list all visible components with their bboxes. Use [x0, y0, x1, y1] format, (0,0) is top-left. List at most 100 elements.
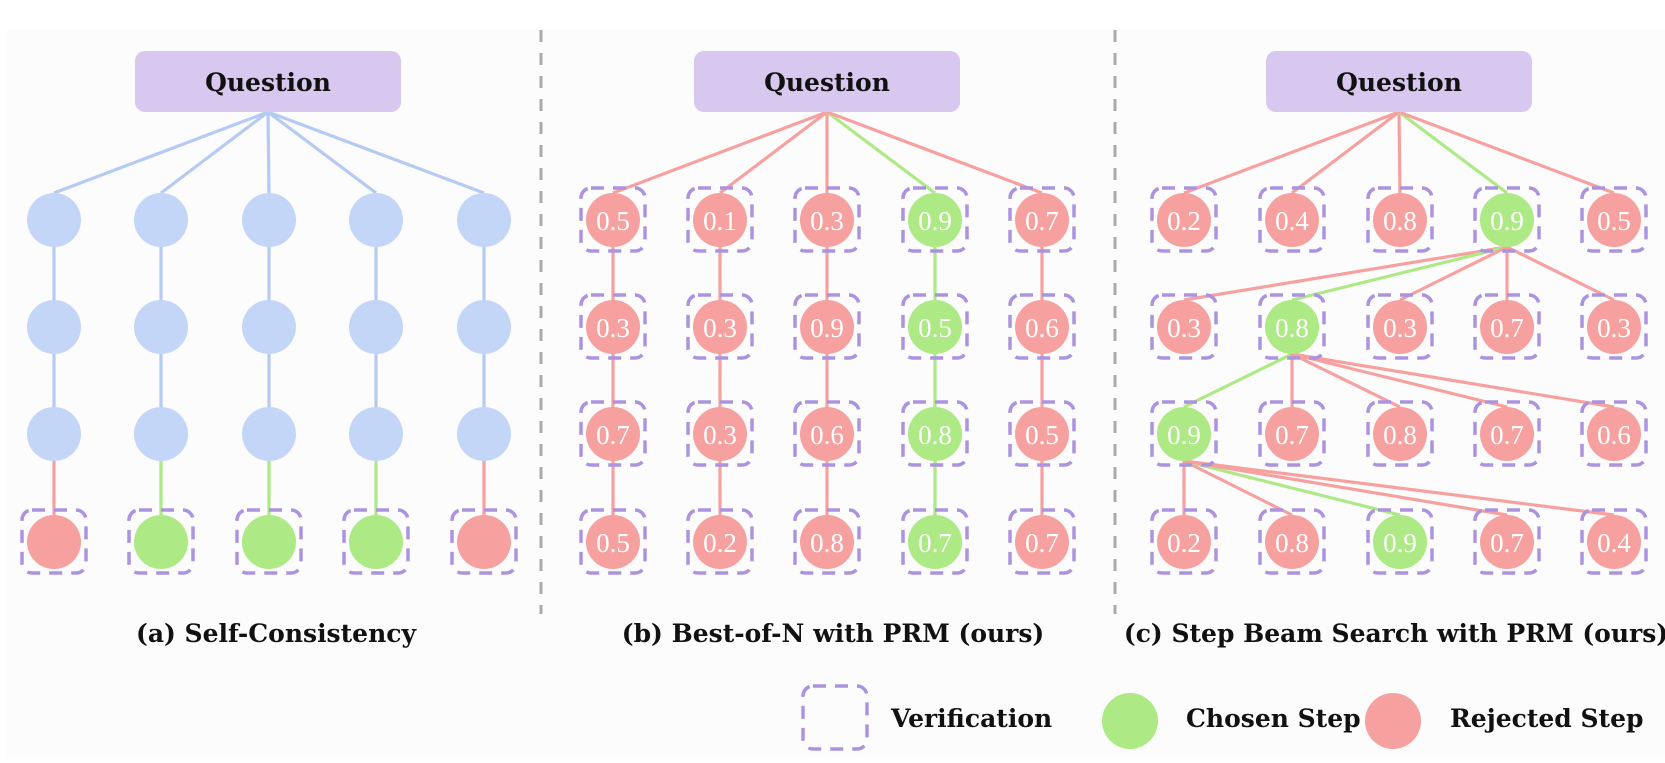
caption-a: (a) Self-Consistency — [136, 619, 418, 648]
verification-box — [686, 508, 754, 575]
rejected-step-node: 0.3 — [800, 193, 854, 247]
node-score: 0.8 — [918, 420, 952, 450]
node-circle — [908, 300, 962, 354]
node-circle — [693, 515, 747, 569]
sampled-step-node — [349, 407, 403, 461]
chosen-answer-node — [349, 515, 403, 569]
chosen-step-legend-icon — [1102, 693, 1158, 749]
rejected-step-node: 0.3 — [693, 300, 747, 354]
edge — [1183, 110, 1400, 195]
verification-box — [793, 186, 861, 253]
node-circle — [134, 193, 188, 247]
node-circle — [457, 300, 511, 354]
rejected-step-node: 0.8 — [800, 515, 854, 569]
rejected-step-node: 0.7 — [1015, 515, 1069, 569]
node-circle — [27, 515, 81, 569]
verification-box — [1008, 186, 1076, 253]
node-circle — [586, 300, 640, 354]
node-score: 0.8 — [1383, 206, 1417, 236]
verification-box — [127, 508, 195, 575]
sampled-step-node — [27, 407, 81, 461]
node-circle — [242, 300, 296, 354]
rejected-step-node: 0.2 — [1157, 193, 1211, 247]
verification-box — [901, 293, 969, 360]
edge — [719, 110, 828, 195]
node-score: 0.9 — [918, 206, 952, 236]
edge — [1183, 245, 1508, 302]
verification-box — [1258, 508, 1326, 575]
question-box-b: Question — [694, 51, 960, 112]
verification-legend-icon — [801, 684, 869, 751]
edge — [1291, 110, 1400, 195]
verification-box — [1258, 293, 1326, 360]
question-box-a: Question — [135, 51, 401, 112]
node-circle — [800, 300, 854, 354]
node-score: 0.7 — [1025, 206, 1059, 236]
verification-box — [579, 293, 647, 360]
node-circle — [908, 193, 962, 247]
node-circle — [1587, 193, 1641, 247]
node-score: 0.9 — [1490, 206, 1524, 236]
node-circle — [27, 300, 81, 354]
rejected-step-node: 0.2 — [693, 515, 747, 569]
node-circle — [27, 407, 81, 461]
edge — [1291, 352, 1615, 409]
rejected-step-node: 0.6 — [800, 407, 854, 461]
node-circle — [800, 193, 854, 247]
rejected-step-node: 0.8 — [1373, 193, 1427, 247]
rejected-step-node: 0.9 — [800, 300, 854, 354]
node-circle — [349, 515, 403, 569]
verification-box — [1366, 293, 1434, 360]
verification-box — [579, 400, 647, 467]
node-circle — [1157, 515, 1211, 569]
node-score: 0.3 — [596, 313, 630, 343]
verification-box — [20, 508, 88, 575]
node-circle — [27, 193, 81, 247]
node-score: 0.8 — [810, 528, 844, 558]
chosen-step-node: 0.9 — [1157, 407, 1211, 461]
node-score: 0.7 — [1025, 528, 1059, 558]
node-score: 0.2 — [703, 528, 737, 558]
node-score: 0.5 — [596, 206, 630, 236]
node-circle — [134, 407, 188, 461]
node-score: 0.8 — [1275, 528, 1309, 558]
chosen-step-node: 0.5 — [908, 300, 962, 354]
edge — [612, 110, 828, 195]
node-score: 0.6 — [810, 420, 844, 450]
node-circle — [242, 407, 296, 461]
rejected-step-node: 0.3 — [1587, 300, 1641, 354]
node-circle — [586, 515, 640, 569]
node-circle — [1587, 515, 1641, 569]
node-circle — [1373, 300, 1427, 354]
node-circle — [908, 515, 962, 569]
rejected-step-legend-icon — [1365, 693, 1421, 749]
rejected-step-node: 0.7 — [1480, 300, 1534, 354]
node-score: 0.9 — [810, 313, 844, 343]
node-circle — [693, 407, 747, 461]
node-circle — [800, 515, 854, 569]
chosen-step-node: 0.9 — [1480, 193, 1534, 247]
node-circle — [1587, 300, 1641, 354]
sampled-step-node — [242, 407, 296, 461]
verification-box — [793, 508, 861, 575]
verification-box — [686, 293, 754, 360]
rejected-step-node: 0.7 — [586, 407, 640, 461]
chosen-answer-node — [242, 515, 296, 569]
rejected-step-node: 0.8 — [1265, 515, 1319, 569]
chosen-answer-node — [134, 515, 188, 569]
sampled-step-node — [457, 300, 511, 354]
edge — [267, 110, 485, 195]
sampled-step-node — [134, 193, 188, 247]
verification-box — [1473, 186, 1541, 253]
node-score: 0.3 — [1383, 313, 1417, 343]
node-score: 0.7 — [1275, 420, 1309, 450]
rejected-step-node: 0.7 — [1480, 515, 1534, 569]
node-circle — [134, 300, 188, 354]
node-circle — [457, 193, 511, 247]
node-score: 0.7 — [1490, 313, 1524, 343]
node-score: 0.5 — [596, 528, 630, 558]
chosen-step-node: 0.7 — [908, 515, 962, 569]
sampled-step-node — [457, 407, 511, 461]
verification-box — [1258, 400, 1326, 467]
